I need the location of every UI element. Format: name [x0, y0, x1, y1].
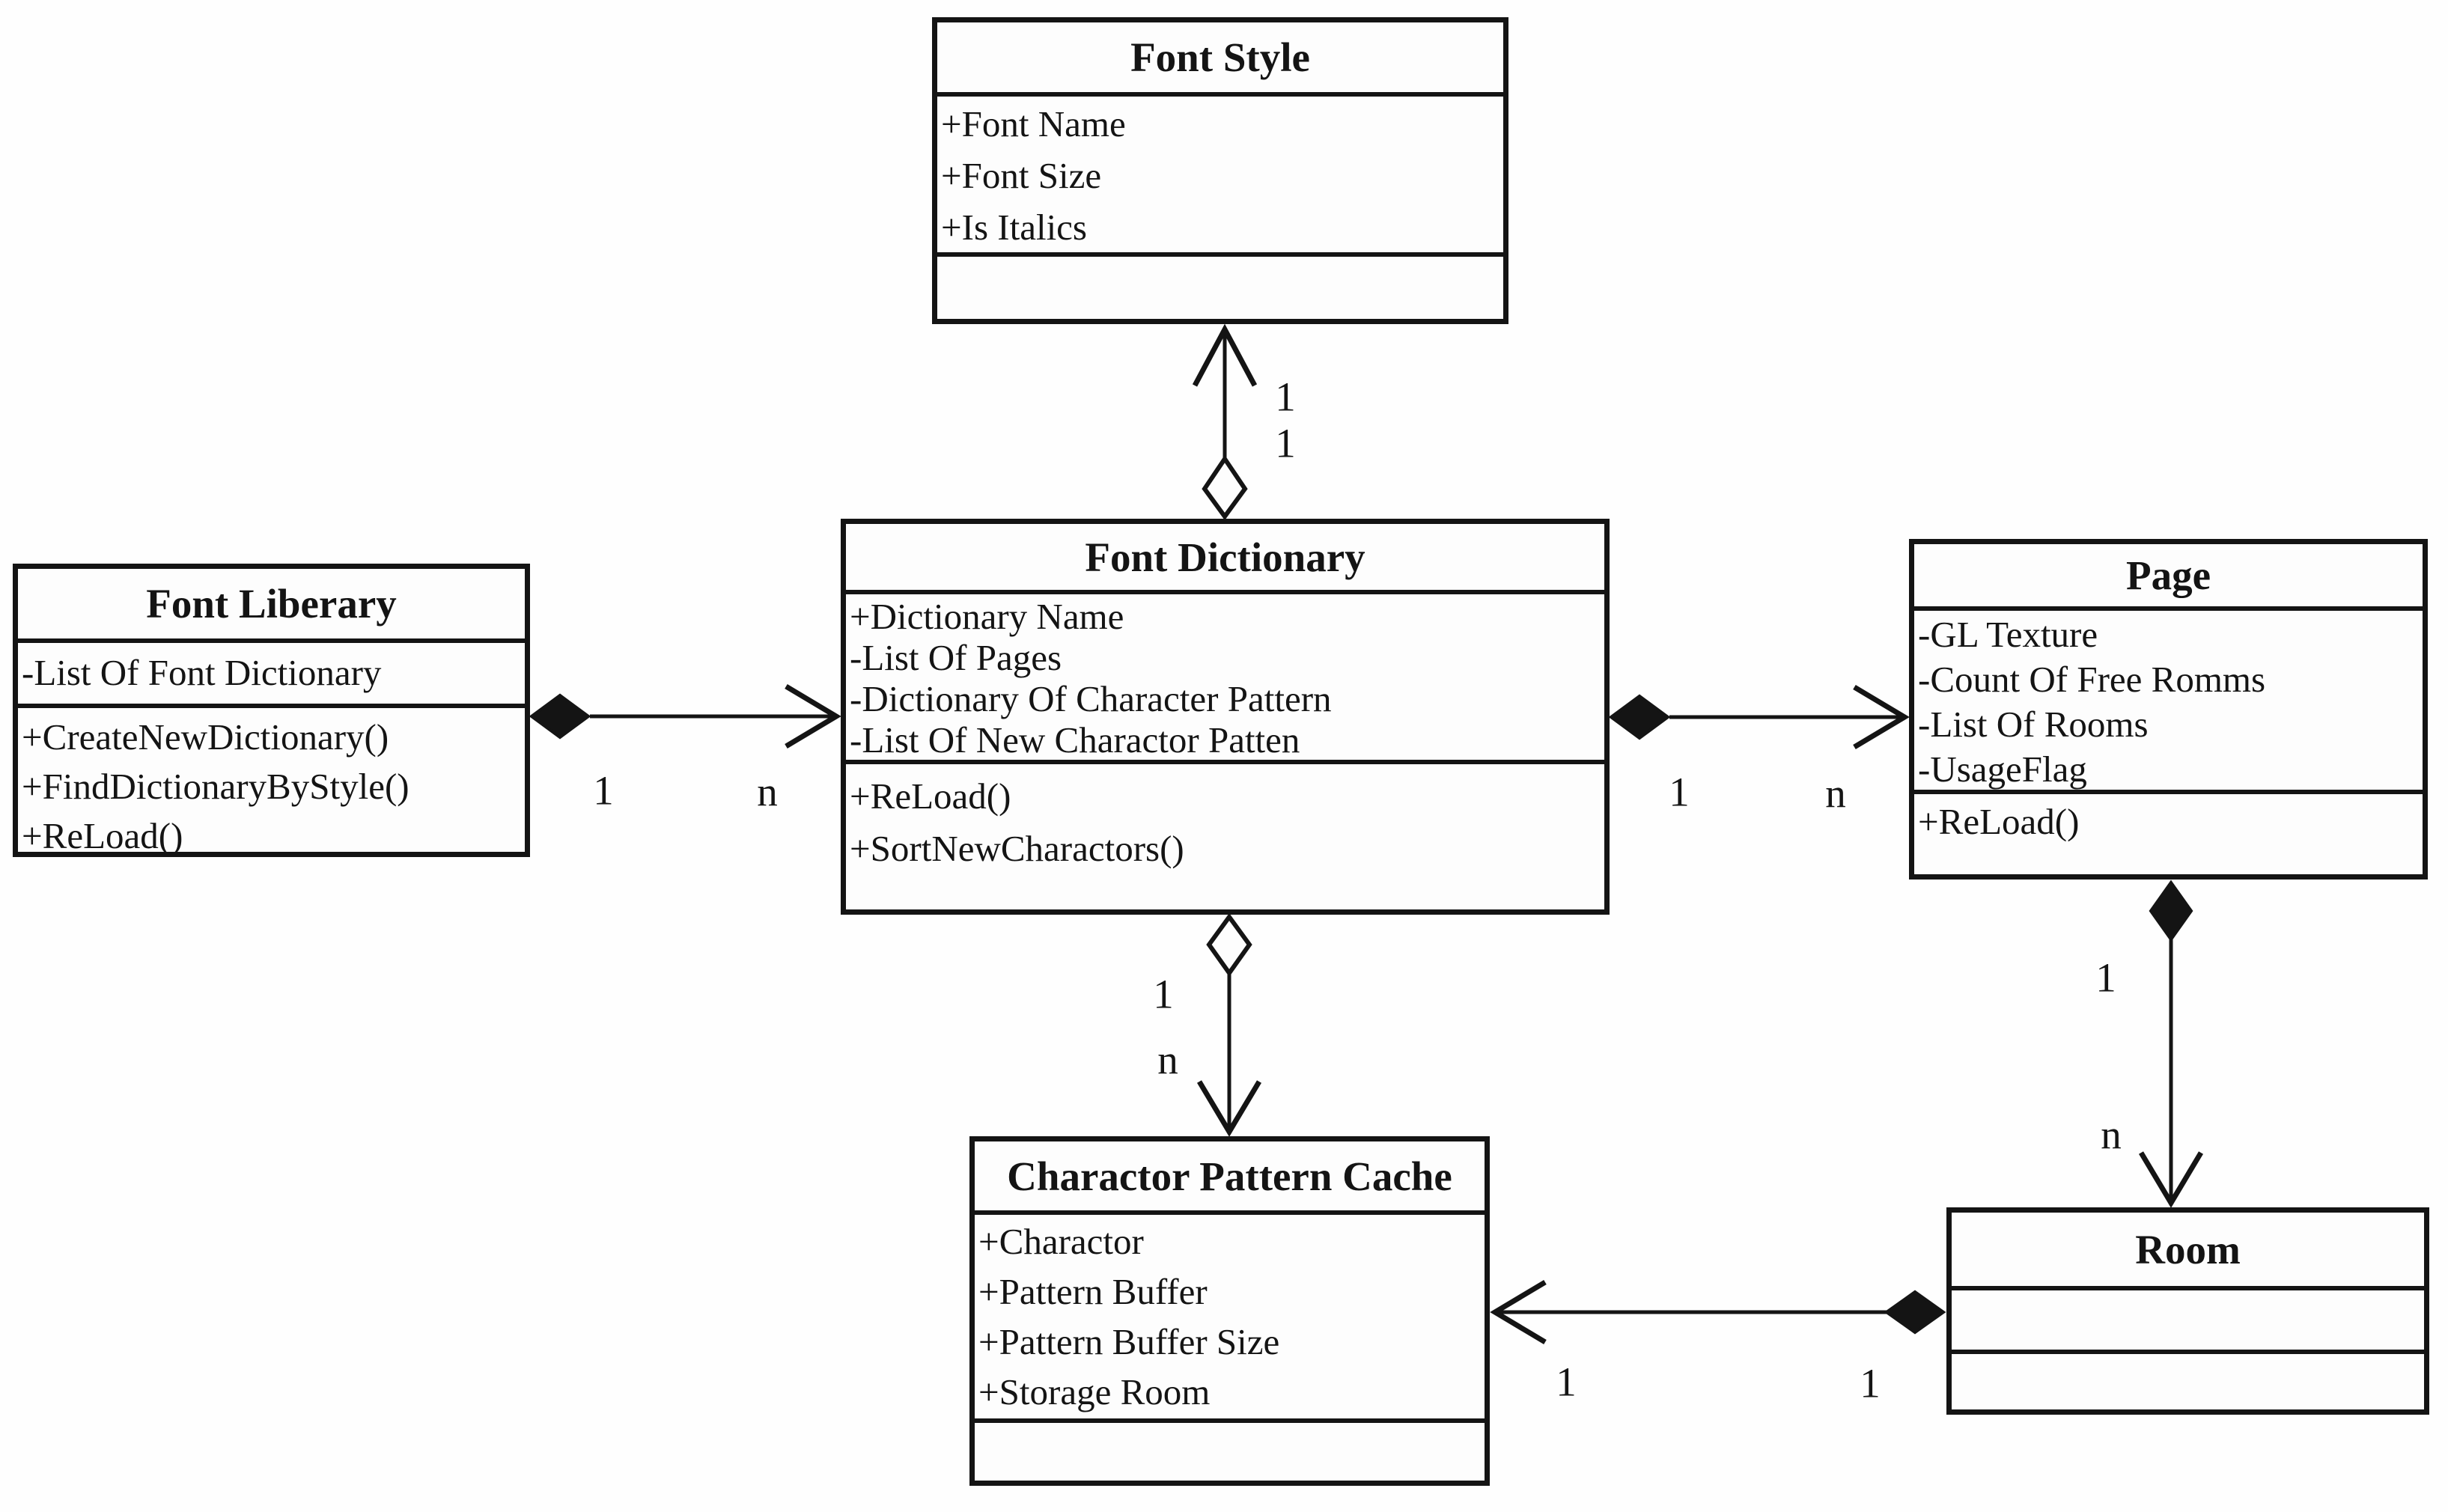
relation-liberary-dictionary: [529, 683, 841, 749]
attribute: +Pattern Buffer: [978, 1271, 1208, 1312]
open-arrowhead-icon: [1853, 684, 1910, 750]
class-title: Font Liberary: [146, 581, 397, 627]
attribute: +Is Italics: [941, 207, 1087, 248]
method: +ReLoad(): [22, 815, 183, 852]
composition-diamond-icon: [529, 693, 591, 740]
attribute: +Font Name: [941, 103, 1126, 144]
class-page: Page -GL Texture -Count Of Free Romms -L…: [1909, 539, 2428, 880]
attributes-compartment: +Font Name +Font Size +Is Italics: [937, 92, 1503, 252]
attribute: -List Of Font Dictionary: [22, 652, 382, 693]
class-room: Room: [1946, 1207, 2429, 1415]
multiplicity-label: n: [1825, 770, 1846, 817]
class-title: Font Dictionary: [1085, 534, 1365, 580]
class-title: Page: [2125, 552, 2211, 598]
multiplicity-label: n: [757, 769, 778, 815]
attribute: +Pattern Buffer Size: [978, 1321, 1280, 1362]
attribute: -GL Texture: [1918, 614, 2098, 655]
multiplicity-label: 1: [1153, 971, 1174, 1017]
class-font-style: Font Style +Font Name +Font Size +Is Ita…: [932, 17, 1508, 324]
relation-dictionary-cache: [1196, 912, 1262, 1137]
class-font-liberary: Font Liberary -List Of Font Dictionary +…: [13, 564, 530, 857]
method: +CreateNewDictionary(): [22, 716, 389, 757]
class-charactor-pattern-cache: Charactor Pattern Cache +Charactor +Patt…: [969, 1136, 1490, 1486]
multiplicity-label: n: [2101, 1112, 2122, 1158]
relation-room-cache: [1490, 1279, 1946, 1345]
relation-dictionary-style: [1192, 323, 1258, 521]
open-arrowhead-icon: [1490, 1279, 1547, 1345]
class-title: Font Style: [1130, 34, 1310, 80]
methods-compartment: +ReLoad(): [1914, 790, 2423, 874]
methods-compartment: +ReLoad() +SortNewCharactors(): [846, 760, 1604, 909]
attribute: +Storage Room: [978, 1371, 1211, 1412]
attribute: -Count Of Free Romms: [1918, 659, 2266, 700]
method: +FindDictionaryByStyle(): [22, 766, 409, 807]
attributes-compartment: -GL Texture -Count Of Free Romms -List O…: [1914, 606, 2423, 790]
attribute: -List Of New Charactor Patten: [850, 719, 1300, 760]
open-arrowhead-icon: [1196, 1080, 1262, 1137]
aggregation-diamond-icon: [1202, 454, 1248, 521]
attribute: -Dictionary Of Character Pattern: [850, 678, 1332, 719]
composition-diamond-icon: [2149, 880, 2193, 942]
composition-diamond-icon: [1608, 694, 1671, 740]
methods-compartment: [975, 1418, 1485, 1481]
method: +ReLoad(): [1918, 801, 2080, 842]
multiplicity-label: 1: [593, 767, 614, 814]
method: +ReLoad(): [850, 775, 1011, 817]
methods-compartment: +CreateNewDictionary() +FindDictionaryBy…: [18, 704, 525, 852]
multiplicity-label: 1: [1556, 1359, 1577, 1405]
multiplicity-label: 1: [1669, 769, 1690, 815]
aggregation-diamond-icon: [1206, 912, 1252, 978]
multiplicity-label: 1: [2095, 954, 2116, 1001]
method: +SortNewCharactors(): [850, 828, 1184, 869]
open-arrowhead-icon: [785, 683, 841, 749]
attribute: +Font Size: [941, 155, 1102, 196]
multiplicity-label: 1: [1860, 1360, 1881, 1406]
methods-compartment: [937, 252, 1503, 319]
relation-dictionary-page: [1608, 684, 1910, 750]
composition-diamond-icon: [1884, 1290, 1946, 1335]
attributes-compartment: +Dictionary Name -List Of Pages -Diction…: [846, 590, 1604, 760]
attribute: +Dictionary Name: [850, 596, 1124, 637]
attribute: +Charactor: [978, 1221, 1144, 1262]
open-arrowhead-icon: [1192, 323, 1258, 387]
multiplicity-label: n: [1157, 1037, 1178, 1083]
attributes-compartment: [1952, 1286, 2424, 1350]
class-title: Room: [2135, 1226, 2241, 1272]
open-arrowhead-icon: [2138, 1151, 2204, 1208]
class-title: Charactor Pattern Cache: [1007, 1153, 1452, 1199]
attributes-compartment: +Charactor +Pattern Buffer +Pattern Buff…: [975, 1210, 1485, 1418]
methods-compartment: [1952, 1350, 2424, 1409]
attribute: -List Of Rooms: [1918, 704, 2149, 745]
class-font-dictionary: Font Dictionary +Dictionary Name -List O…: [841, 519, 1610, 915]
multiplicity-label: 1: [1275, 420, 1296, 466]
relation-page-room: [2138, 880, 2204, 1208]
attribute: -List Of Pages: [850, 637, 1062, 678]
attribute: -UsageFlag: [1918, 749, 2087, 790]
multiplicity-label: 1: [1275, 374, 1296, 420]
attributes-compartment: -List Of Font Dictionary: [18, 638, 525, 704]
